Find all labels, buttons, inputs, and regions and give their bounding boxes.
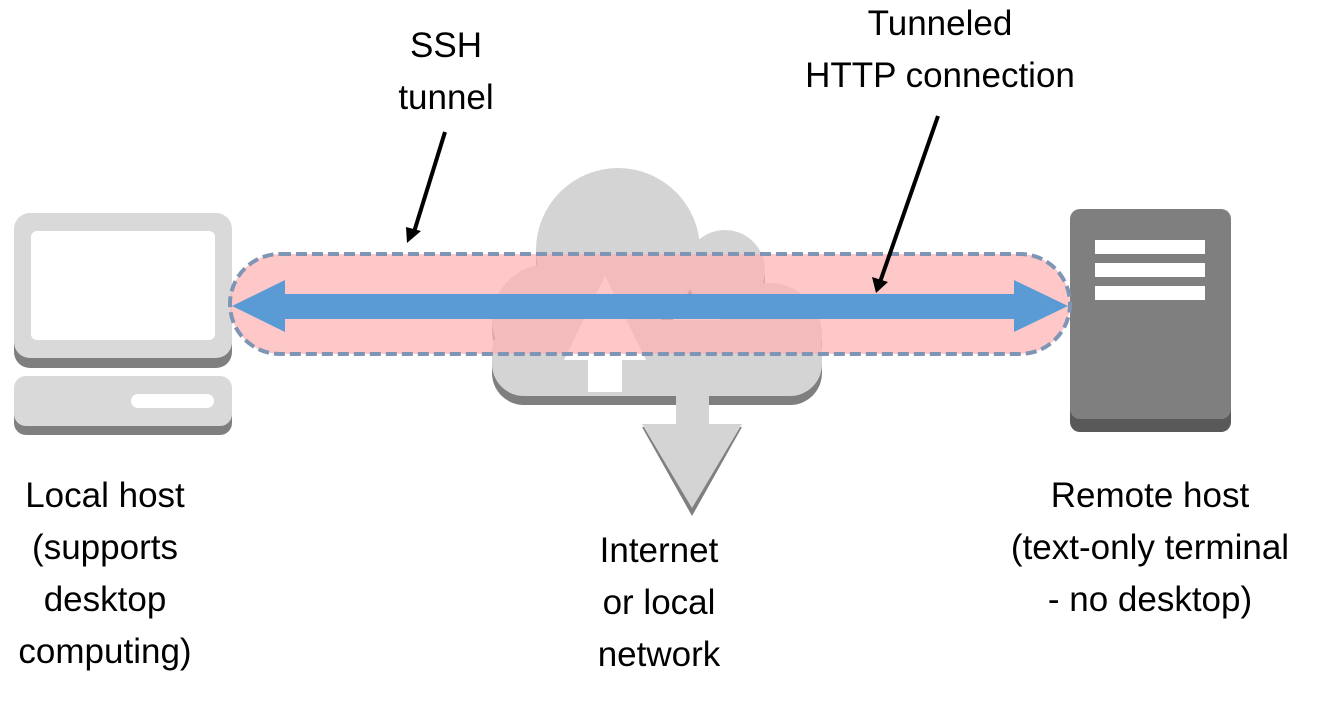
tunneled-http-label-line: HTTP connection (805, 56, 1075, 95)
server-tower-icon (1070, 209, 1231, 432)
local-host-label-line: desktop (43, 580, 167, 619)
ssh-tunnel-label: SSH tunnel (346, 20, 546, 124)
network-label-line: Internet (599, 531, 719, 570)
local-host-label: Local host (supports desktop computing) (0, 470, 230, 678)
ssh-tunnel-label-line: SSH (410, 26, 482, 65)
remote-host-label-line: (text-only terminal (1010, 528, 1290, 567)
tunneled-http-label-line: Tunneled (867, 4, 1013, 43)
local-host-label-line: Local host (25, 476, 185, 515)
local-host-label-line: (supports (32, 528, 178, 567)
local-host-label-line: computing) (18, 632, 192, 671)
remote-host-label-line: - no desktop) (1047, 580, 1253, 619)
http-connection-pointer (872, 115, 940, 293)
network-label-line: or local (602, 583, 716, 622)
remote-host-label-line: Remote host (1050, 476, 1250, 515)
http-connection-arrow (232, 280, 1068, 332)
remote-host-label: Remote host (text-only terminal - no des… (970, 470, 1328, 626)
network-label: Internet or local network (544, 525, 774, 681)
ssh-tunnel-pointer (406, 131, 447, 243)
desktop-computer-icon (14, 213, 232, 435)
tunneled-http-label: Tunneled HTTP connection (760, 0, 1120, 102)
network-label-line: network (597, 635, 721, 674)
ssh-tunnel-label-line: tunnel (398, 78, 494, 117)
